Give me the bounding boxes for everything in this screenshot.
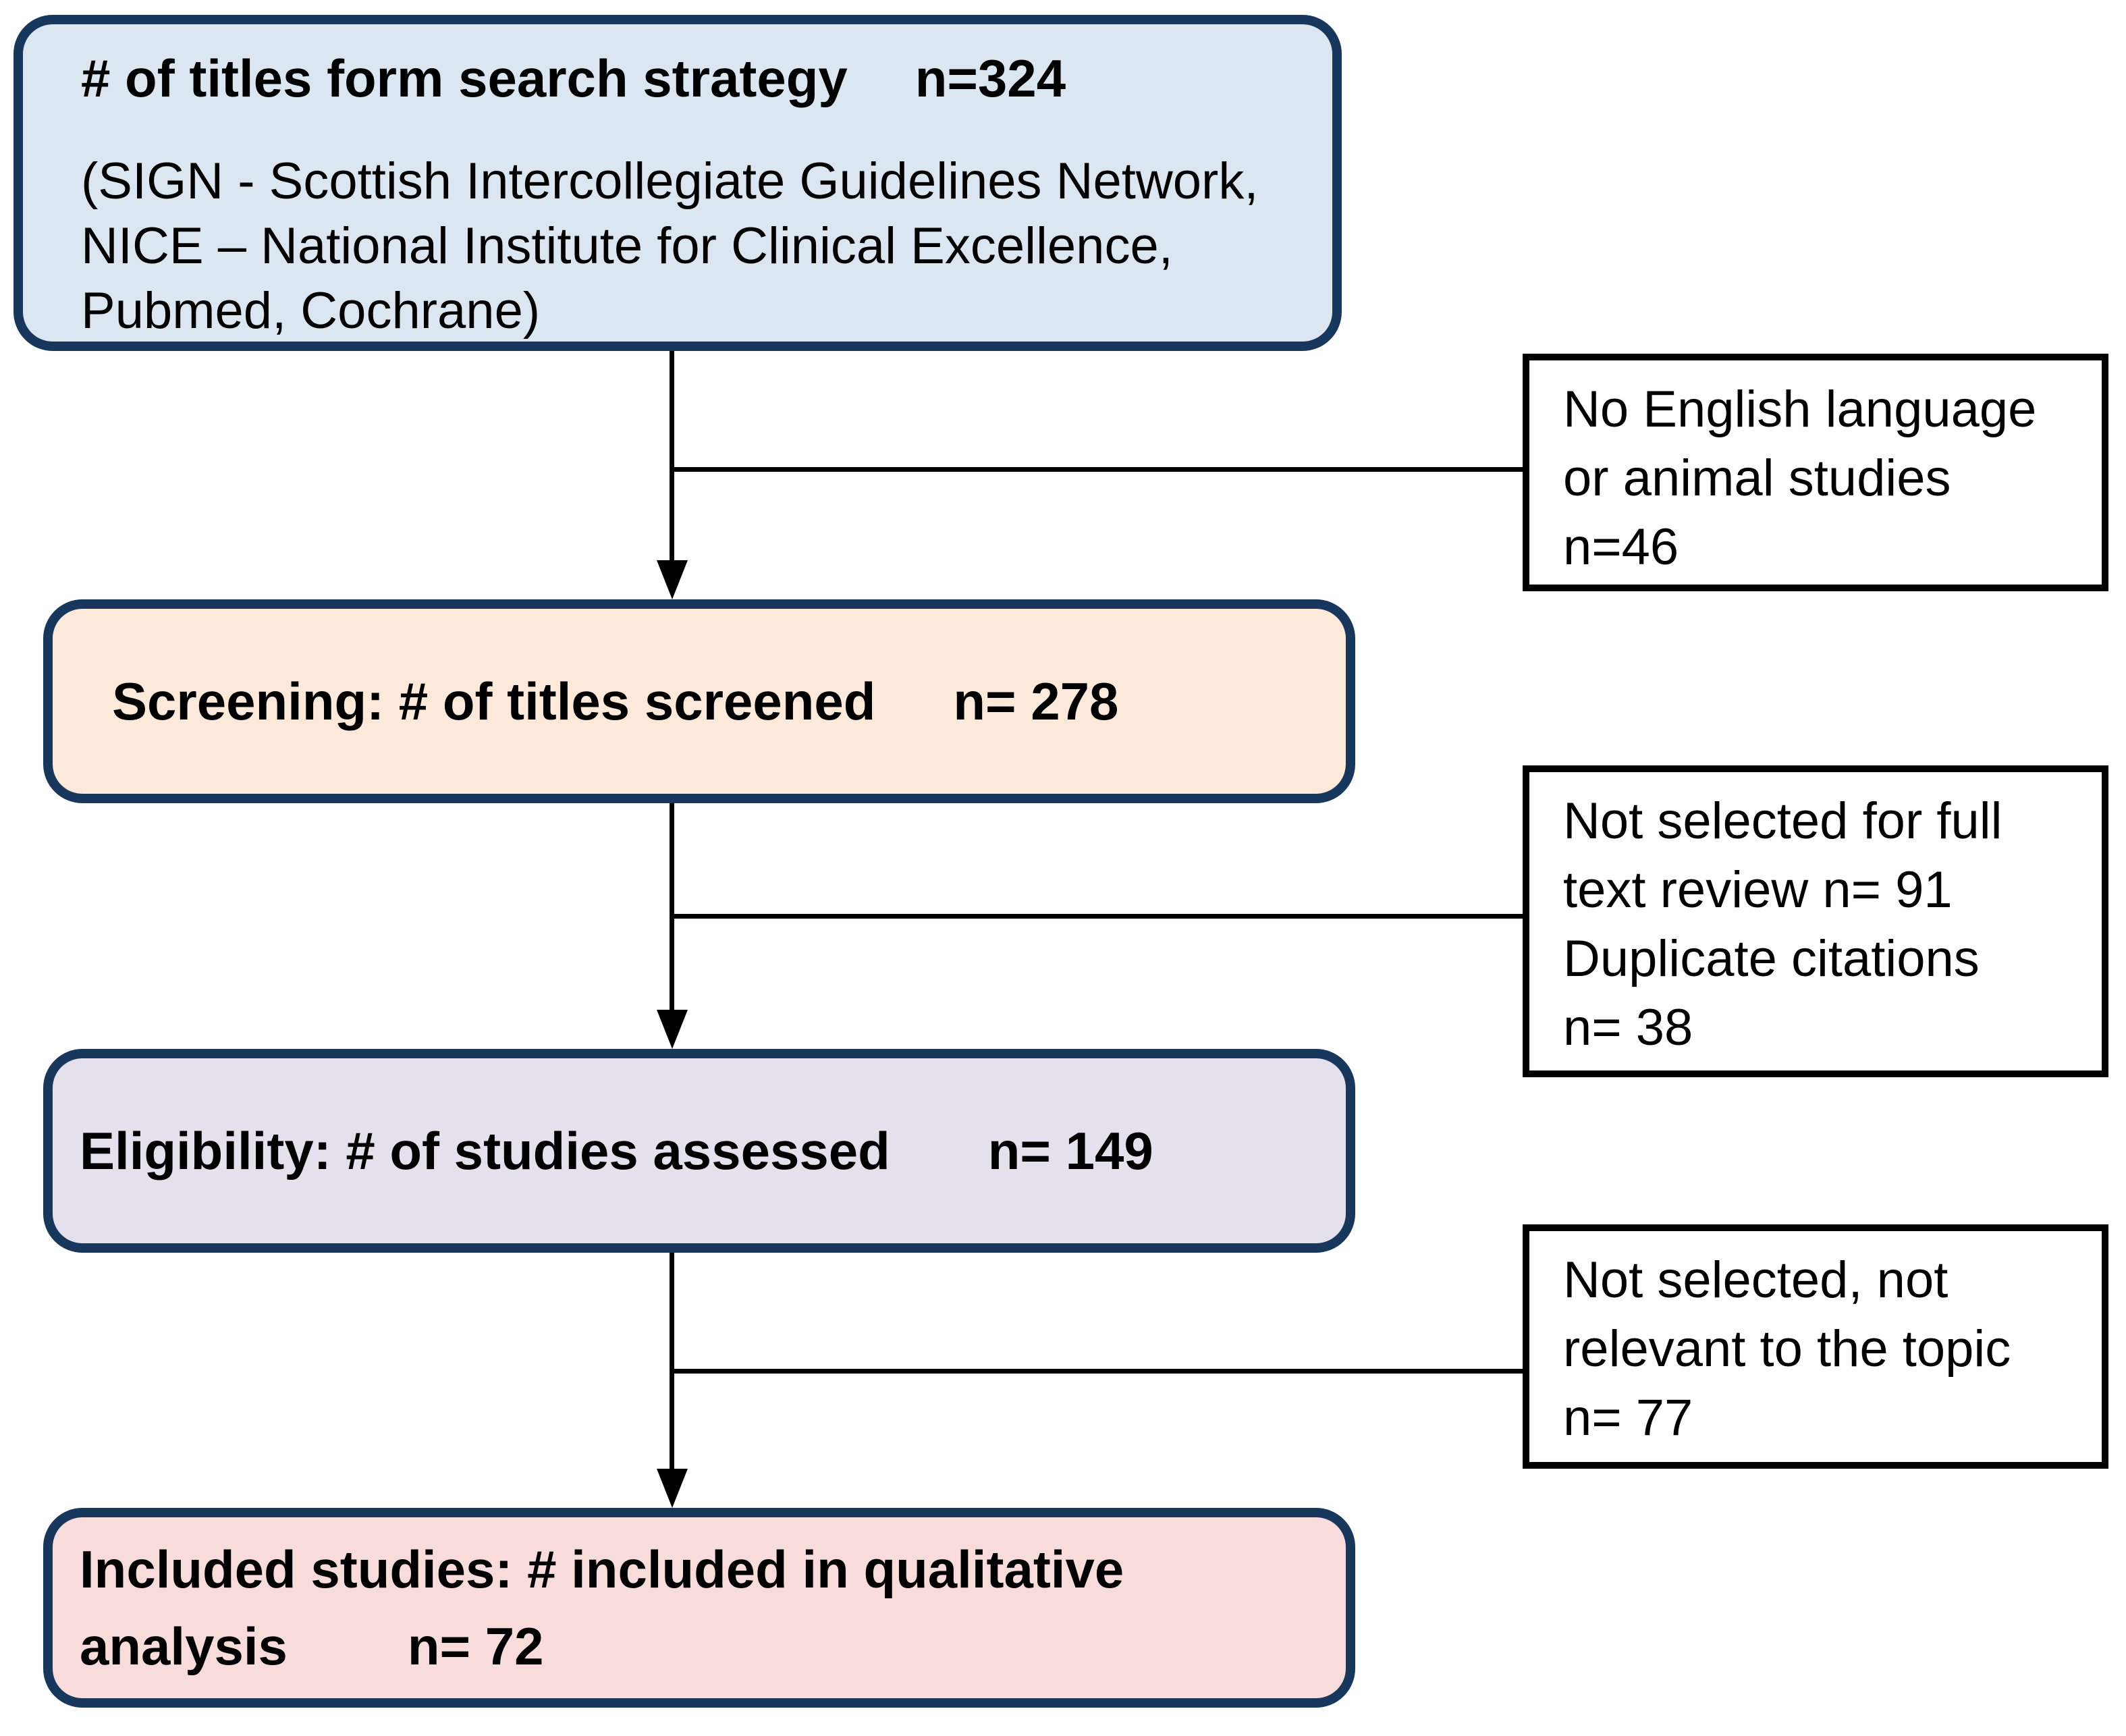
flow-box-included: Included studies: # included in qualitat… <box>43 1508 1355 1708</box>
eligibility-box-label: Eligibility: # of studies assessed <box>80 1121 890 1181</box>
connector-line-to-exclusion-2 <box>672 914 1523 919</box>
search-box-label: # of titles form search strategy <box>81 49 848 108</box>
arrowhead-to-included <box>657 1469 688 1508</box>
eligibility-box-count: n= 149 <box>987 1121 1153 1181</box>
flow-box-screening: Screening: # of titles screened n= 278 <box>43 599 1355 803</box>
connector-line-to-exclusion-3 <box>672 1369 1523 1374</box>
exclusion-1-line-1: No English language <box>1563 381 2037 438</box>
arrowhead-to-eligibility <box>657 1010 688 1049</box>
connector-line-eligibility-to-included <box>670 1253 674 1470</box>
arrowhead-to-screening <box>657 560 688 599</box>
exclusion-1-line-2: or animal studies <box>1563 450 1951 507</box>
search-box-count: n=324 <box>915 49 1066 108</box>
connector-line-screening-to-eligibility <box>670 803 674 1011</box>
exclusion-2-line-2: text review n= 91 <box>1563 861 1953 919</box>
exclusion-box-not-relevant: Not selected, not relevant to the topic … <box>1523 1224 2108 1469</box>
exclusion-2-line-3: Duplicate citations <box>1563 930 1980 987</box>
included-box-label: Included studies: # included in qualitat… <box>80 1540 1124 1599</box>
included-box-label-cont: analysis <box>80 1617 288 1676</box>
exclusion-box-language-animal: No English language or animal studies n=… <box>1523 354 2108 591</box>
included-box-count: n= 72 <box>407 1617 544 1676</box>
exclusion-3-line-2: relevant to the topic <box>1563 1320 2011 1378</box>
included-box-title-line-2: analysis n= 72 <box>80 1608 1346 1685</box>
exclusion-2-line-1: Not selected for full <box>1563 792 2002 850</box>
search-box-title: # of titles form search strategy n=324 <box>81 45 1305 112</box>
flow-box-search: # of titles form search strategy n=324 (S… <box>13 15 1342 351</box>
included-box-title-line-1: Included studies: # included in qualitat… <box>80 1531 1346 1608</box>
screening-box-count: n= 278 <box>953 672 1119 731</box>
search-sources-line-1: (SIGN - Scottish Intercollegiate Guideli… <box>81 153 1259 210</box>
search-box-details: (SIGN - Scottish Intercollegiate Guideli… <box>81 149 1305 344</box>
connector-line-search-to-screening <box>670 351 674 562</box>
exclusion-2-count: n= 38 <box>1563 999 1693 1056</box>
exclusion-box-fulltext-duplicates: Not selected for full text review n= 91 … <box>1523 765 2108 1077</box>
screening-box-label: Screening: # of titles screened <box>112 672 876 731</box>
connector-line-to-exclusion-1 <box>672 467 1523 472</box>
search-sources-line-3: Pubmed, Cochrane) <box>81 282 541 340</box>
screening-box-title: Screening: # of titles screened n= 278 <box>112 668 1118 735</box>
exclusion-1-count: n=46 <box>1563 518 1679 576</box>
flow-box-eligibility: Eligibility: # of studies assessed n= 149 <box>43 1049 1355 1253</box>
exclusion-3-line-1: Not selected, not <box>1563 1251 1948 1309</box>
exclusion-3-count: n= 77 <box>1563 1389 1693 1446</box>
search-sources-line-2: NICE – National Institute for Clinical E… <box>81 217 1173 275</box>
eligibility-box-title: Eligibility: # of studies assessed n= 149 <box>80 1117 1153 1185</box>
